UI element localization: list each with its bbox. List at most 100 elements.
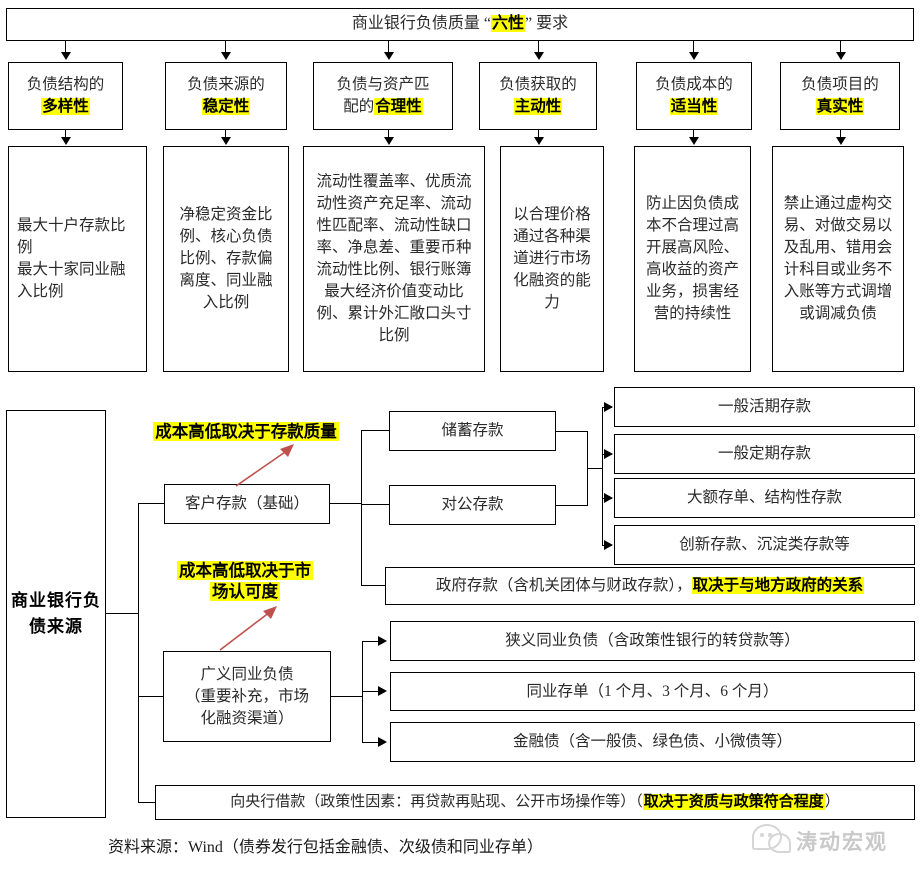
title-suffix: ” 要求	[525, 15, 569, 33]
requirement-1-highlight: 多样性	[41, 98, 90, 115]
connector-title-col5	[693, 41, 695, 54]
government-deposit-box: 政府存款（含机关团体与财政存款），取决于与地方政府的关系	[385, 567, 915, 605]
deposit-type-label-3: 大额存单、结构性存款	[686, 489, 842, 506]
government-deposit-highlight: 取决于与地方政府的关系	[691, 577, 865, 594]
detail-box-1: 最大十户存款比例 最大十家同业融入比例	[8, 146, 147, 372]
requirement-3-line2pre: 配的	[343, 98, 375, 115]
requirement-box-4: 负债获取的 主动性	[479, 62, 597, 130]
deposit-type-box-4: 创新存款、沉淀类存款等	[614, 525, 915, 565]
connector-root-to-customer	[138, 503, 164, 505]
arrow-col4-detail	[534, 137, 544, 145]
deposit-type-label-4: 创新存款、沉淀类存款等	[679, 536, 850, 553]
detail-4-text: 以合理价格通过各种渠道进行市场化融资的能力	[513, 206, 591, 311]
arrow-title-col2	[221, 52, 231, 60]
arrow-type-4	[604, 540, 613, 550]
requirement-2-line1: 负债来源的	[187, 76, 265, 93]
connector-col1-detail	[65, 130, 67, 139]
arrow-type-1	[604, 402, 613, 412]
detail-6-text: 禁止通过虚构交易、对做交易以及乱用、错用会计科目或业务不入账等方式调增或调减负债	[783, 195, 893, 322]
source-note: 资料来源：Wind（债券发行包括金融债、次级债和同业存单）	[108, 833, 543, 857]
requirement-5-line1: 负债成本的	[655, 76, 733, 93]
arrow-title-col3	[384, 52, 394, 60]
connector-to-interbank-item-1	[362, 641, 378, 643]
requirement-box-5: 负债成本的 适当性	[636, 62, 752, 130]
connector-col3-detail	[388, 130, 390, 139]
detail-2-text: 净稳定资金比例、核心负债比例、存款偏离度、同业融入比例	[179, 206, 273, 311]
customer-deposit-box: 客户存款（基础）	[164, 484, 330, 524]
detail-5-text: 防止因负债成本不合理过高开展高风险、高收益的资产业务，损害经营的持续性	[645, 195, 739, 322]
arrow-title-col1	[61, 52, 71, 60]
requirement-3-highlight: 合理性	[374, 98, 423, 115]
connector-savings-out	[556, 431, 588, 433]
callout-interbank-cost-line1: 成本高低取决于市	[177, 561, 313, 580]
connector-customer-to-corporate	[361, 504, 389, 506]
watermark-label: 涛动宏观	[796, 831, 888, 854]
root-node-box: 商业银行负债来源	[6, 410, 106, 818]
central-bank-borrowing-box: 向央行借款（政策性因素：再贷款再贴现、公开市场操作等）（取决于资质与政策符合程度…	[155, 785, 915, 820]
connector-title-col2	[225, 41, 227, 54]
callout-interbank-cost: 成本高低取决于市 场认可度	[150, 560, 340, 603]
broad-interbank-box: 广义同业负债 （重要补充，市场 化融资渠道）	[163, 651, 331, 742]
broad-interbank-line3: 化融资渠道）	[200, 709, 294, 727]
requirement-3-line1: 负债与资产匹	[336, 76, 430, 93]
government-deposit-plain: 政府存款（含机关团体与财政存款），	[435, 577, 692, 594]
arrow-interbank-item-1	[378, 636, 387, 646]
connector-customer-stub	[330, 503, 362, 505]
title-highlight: 六性	[490, 15, 525, 33]
deposit-type-box-2: 一般定期存款	[614, 434, 915, 474]
detail-box-4: 以合理价格通过各种渠道进行市场化融资的能力	[500, 146, 604, 372]
callout-interbank-cost-line2: 场认可度	[210, 582, 280, 602]
central-bank-highlight: 取决于资质与政策符合程度	[642, 793, 825, 810]
broad-interbank-line2: （重要补充，市场	[184, 687, 309, 705]
broad-interbank-line1: 广义同业负债	[200, 665, 294, 683]
requirement-4-line1: 负债获取的	[499, 76, 577, 93]
connector-customer-spine	[361, 430, 363, 586]
interbank-item-box-3: 金融债（含一般债、绿色债、小微债等）	[390, 722, 915, 762]
title-prefix: 商业银行负债质量 “	[351, 15, 491, 33]
interbank-item-label-2: 同业存单（1 个月、3 个月、6 个月）	[526, 682, 779, 700]
callout-deposit-cost: 成本高低取决于存款质量	[146, 421, 346, 442]
corporate-deposit-label: 对公存款	[441, 496, 504, 513]
connector-root-to-interbank	[138, 696, 163, 698]
customer-deposit-label: 客户存款（基础）	[184, 495, 309, 512]
connector-col5-detail	[693, 130, 695, 139]
detail-box-3: 流动性覆盖率、优质流动性资产充足率、流动性匹配率、流动性缺口率、净息差、重要币种…	[303, 146, 485, 372]
connector-customer-to-government	[361, 585, 385, 587]
central-bank-tail: ）	[824, 793, 840, 810]
requirement-box-1: 负债结构的 多样性	[8, 62, 123, 130]
requirement-box-6: 负债项目的 真实性	[780, 62, 900, 130]
corporate-deposit-box: 对公存款	[389, 485, 556, 525]
arrow-col6-detail	[836, 137, 846, 145]
connector-col2-detail	[225, 130, 227, 139]
connector-col6-detail	[840, 130, 842, 139]
callout-interbank-arrow	[219, 606, 277, 651]
savings-deposit-box: 储蓄存款	[389, 411, 556, 451]
detail-box-6: 禁止通过虚构交易、对做交易以及乱用、错用会计科目或业务不入账等方式调增或调减负债	[772, 146, 904, 372]
detail-3-text: 流动性覆盖率、优质流动性资产充足率、流动性匹配率、流动性缺口率、净息差、重要币种…	[316, 173, 472, 344]
watermark-text: 涛动宏观	[796, 826, 888, 856]
requirement-5-highlight: 适当性	[669, 98, 719, 115]
connector-merge-out	[587, 468, 603, 470]
deposit-type-label-1: 一般活期存款	[717, 398, 811, 415]
requirement-box-2: 负债来源的 稳定性	[165, 62, 287, 130]
arrow-title-col5	[689, 52, 699, 60]
interbank-item-box-1: 狭义同业负债（含政策性银行的转贷款等）	[390, 621, 915, 661]
requirement-4-highlight: 主动性	[513, 98, 563, 115]
interbank-item-box-2: 同业存单（1 个月、3 个月、6 个月）	[390, 672, 915, 711]
requirement-2-highlight: 稳定性	[201, 98, 251, 115]
connector-interbank-stub	[331, 696, 363, 698]
arrow-interbank-item-3	[378, 737, 387, 747]
arrow-type-2	[604, 449, 613, 459]
connector-corporate-out	[556, 505, 588, 507]
callout-deposit-cost-text: 成本高低取决于存款质量	[153, 422, 339, 441]
central-bank-plain: 向央行借款（政策性因素：再贷款再贴现、公开市场操作等）（	[230, 793, 643, 810]
interbank-item-label-1: 狭义同业负债（含政策性银行的转贷款等）	[505, 632, 800, 649]
interbank-item-label-3: 金融债（含一般债、绿色债、小微债等）	[512, 733, 792, 750]
connector-root-stub	[106, 613, 139, 615]
callout-deposit-arrow	[235, 444, 294, 487]
arrow-type-3	[604, 493, 613, 503]
arrow-col5-detail	[689, 137, 699, 145]
connector-root-spine	[138, 503, 140, 803]
detail-box-5: 防止因负债成本不合理过高开展高风险、高收益的资产业务，损害经营的持续性	[634, 146, 751, 372]
